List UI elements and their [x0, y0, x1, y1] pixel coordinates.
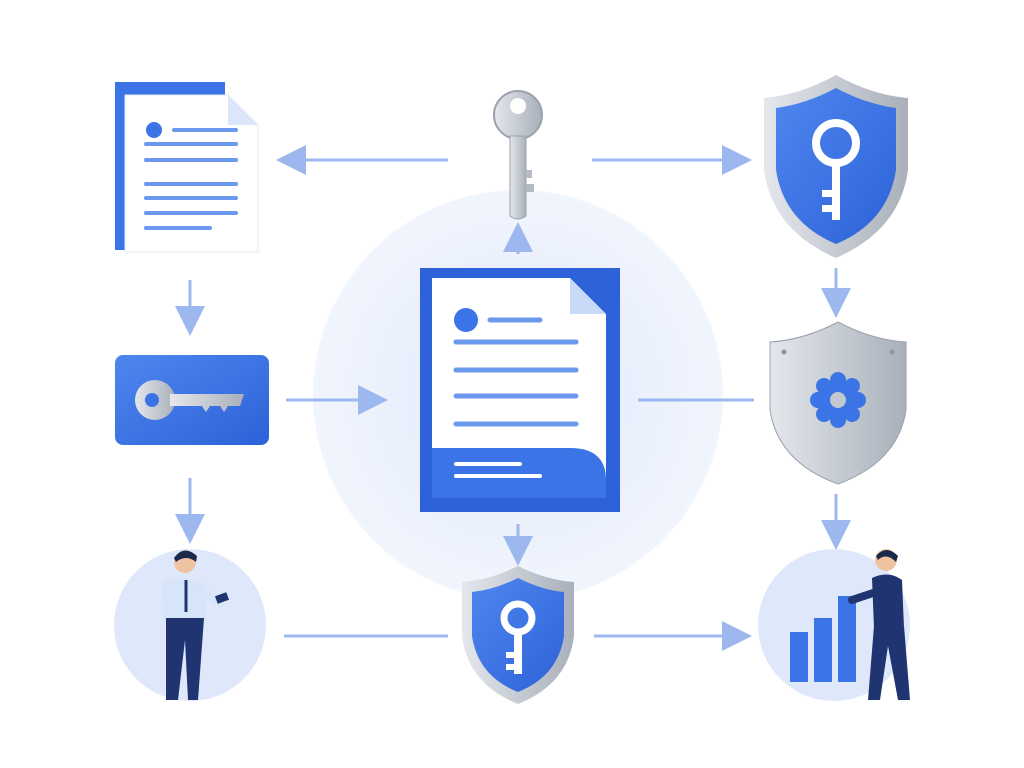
person-with-phone-icon: [114, 549, 266, 701]
central-document-icon: [420, 268, 620, 512]
shield-key-icon: [764, 75, 908, 258]
key-card-icon: [115, 355, 269, 445]
shield-key-icon: [462, 566, 574, 704]
arrows: [175, 145, 851, 651]
document-icon: [115, 82, 259, 253]
person-with-bar-chart-icon: [758, 549, 910, 701]
key-icon: [493, 90, 543, 220]
shield-gear-icon: [769, 321, 907, 485]
